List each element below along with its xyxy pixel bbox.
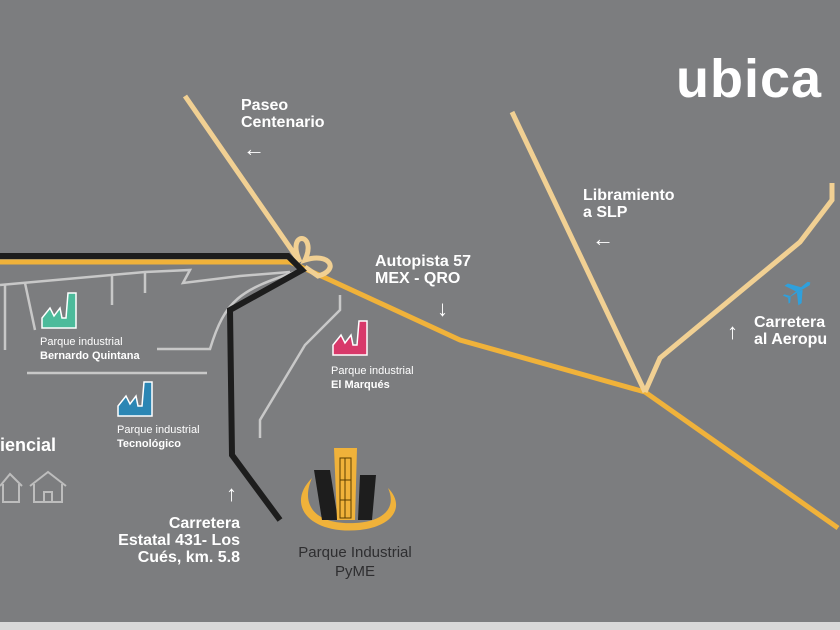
arrow-up-icon: ↑	[727, 319, 738, 344]
bottom-strip	[0, 622, 840, 630]
aeropuerto-road	[642, 183, 835, 394]
minor-road	[157, 270, 296, 351]
road-name: MEX - QRO	[375, 270, 461, 287]
arrow-left-icon: ←	[243, 136, 265, 161]
paseo-centenario-road	[182, 94, 333, 279]
factory-icon-marques	[332, 320, 368, 356]
factory-icon-tecnologico	[117, 381, 153, 417]
minor-road	[258, 295, 342, 438]
park-bernardo-quintana: Parque industrial Bernardo Quintana	[40, 335, 140, 363]
road-name: Carretera	[754, 314, 826, 331]
logo-line: PyME	[334, 563, 375, 580]
park-el-marques: Parque industrial El Marqués	[331, 364, 414, 392]
park-name: El Marqués	[331, 379, 390, 391]
road-name: Estatal 431- Los	[118, 532, 240, 549]
park-tecnologico: Parque industrial Tecnológico	[117, 423, 200, 451]
park-label: Parque industrial	[40, 336, 123, 348]
label-carretera-estatal: Carretera Estatal 431- Los Cués, km. 5.8	[60, 515, 240, 566]
label-paseo-centenario: Paseo Centenario	[241, 97, 331, 131]
road-name: Autopista 57	[375, 253, 472, 270]
arrow-down-icon: ↓	[437, 296, 448, 321]
pyme-logo	[300, 448, 397, 531]
factory-icon-bernardo	[41, 292, 77, 329]
arrow-left-icon: ←	[592, 226, 614, 251]
park-label: Parque industrial	[331, 365, 414, 377]
label-carretera-aeropuerto: Carretera al Aeropu	[754, 314, 827, 348]
libramiento-road	[509, 110, 648, 394]
autopista-57-road	[0, 259, 840, 531]
house-icon	[0, 470, 67, 503]
label-libramiento: Libramiento a SLP	[583, 187, 675, 221]
park-name: Bernardo Quintana	[40, 350, 140, 362]
park-name: Tecnológico	[117, 438, 181, 450]
page-title: ubica	[676, 49, 823, 109]
logo-line: Parque Industrial	[298, 544, 412, 561]
road-name: Paseo Centenario	[241, 97, 325, 131]
park-label: Parque industrial	[117, 424, 200, 436]
state-road	[0, 253, 307, 522]
minor-road	[23, 282, 37, 331]
road-name: Carretera	[168, 515, 240, 532]
arrow-up-icon: ↑	[226, 481, 237, 506]
residential-label: iencial	[0, 435, 57, 455]
pyme-logo-text: Parque Industrial PyME	[280, 543, 430, 581]
label-autopista-57: Autopista 57 MEX - QRO	[375, 253, 471, 287]
road-name: Cués, km. 5.8	[137, 549, 240, 566]
airplane-icon	[782, 281, 811, 306]
road-name: al Aeropu	[754, 331, 828, 348]
minor-road	[0, 268, 291, 287]
road-name: a SLP	[583, 204, 628, 221]
road-name: Libramiento	[583, 187, 675, 204]
